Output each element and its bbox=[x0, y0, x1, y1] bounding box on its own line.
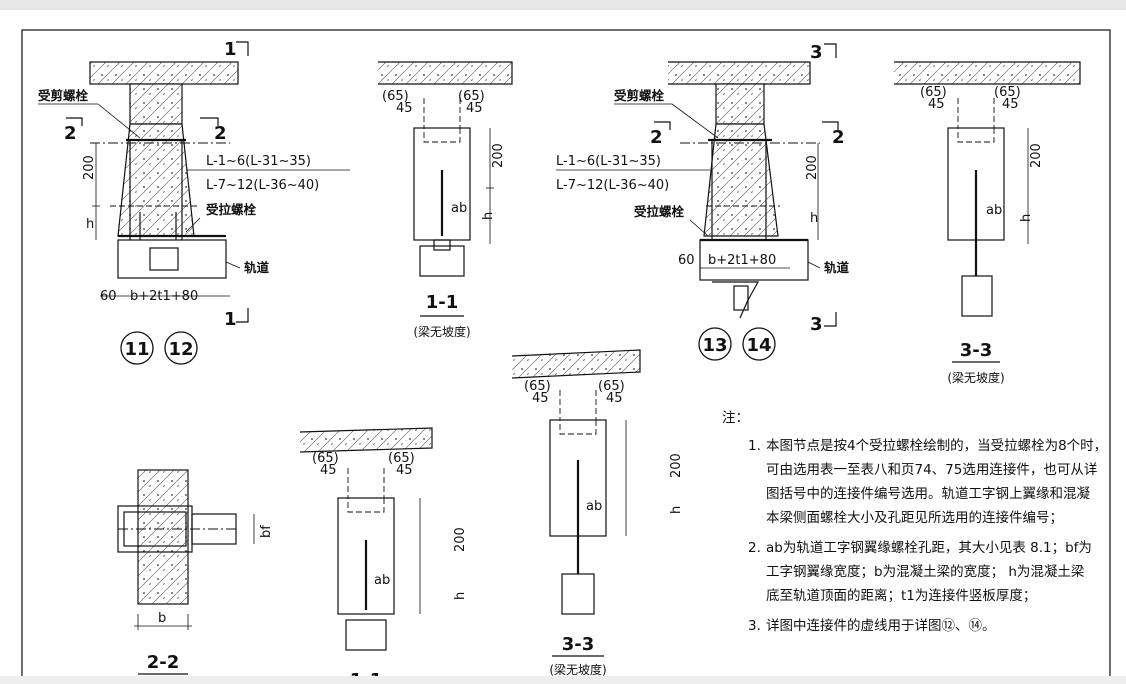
note-2-line-1: ab为轨道工字钢翼缘螺栓孔距，其大小见表 8.1；bf为 bbox=[766, 540, 1092, 556]
label-tension-bolt: 受拉螺栓 bbox=[206, 202, 257, 217]
notes-title: 注： bbox=[722, 410, 749, 426]
section-2-2: bf b 2-2 bbox=[117, 469, 274, 675]
section-3-3-lower: 200 h (65) (65) 45 45 ab 3-3 (梁无坡度) bbox=[511, 349, 684, 677]
dim-45-left-3-3b: 45 bbox=[532, 391, 549, 406]
dim-45-left-3-3a: 45 bbox=[928, 97, 945, 112]
section-title-3-3b: 3-3 bbox=[562, 634, 595, 655]
dim-65-right-lower: (65) bbox=[388, 451, 415, 466]
dim-200: 200 bbox=[82, 155, 97, 180]
notes-block: 注： 1. 本图节点是按4个受拉螺栓绘制的，当受拉螺栓为8个时， 可由选用表一至… bbox=[722, 410, 1107, 634]
dim-60-13: 60 bbox=[678, 253, 695, 268]
top-margin-bar bbox=[0, 0, 1126, 10]
dim-h-3-3a: h bbox=[1019, 214, 1034, 222]
dim-200-1-1: 200 bbox=[491, 143, 506, 168]
section-title-1-1: 1-1 bbox=[426, 292, 459, 313]
label-conn-b-13: L-7~12(L-36~40) bbox=[556, 178, 669, 193]
cut-1-top: 1 bbox=[224, 39, 237, 60]
detail-number-14: 14 bbox=[746, 335, 771, 356]
section-1-1: 200 h (65) (65) 45 45 ab 1-1 (梁无坡度) bbox=[378, 61, 513, 339]
note-3-num: 3. bbox=[748, 618, 761, 634]
note-1-line-2: 可由选用表一至表八和页74、75选用连接件，也可从详 bbox=[766, 461, 1097, 478]
dim-bf: bf bbox=[259, 525, 274, 538]
section-1-1-lower: 200 h (65) (65) 45 45 ab 1-1 bbox=[299, 427, 468, 684]
note-2-line-3: 底至轨道顶面的距离；t1为连接件竖板厚度； bbox=[766, 587, 1036, 604]
dim-45-right-3-3b: 45 bbox=[606, 391, 623, 406]
dim-45-right-3-3a: 45 bbox=[1002, 97, 1019, 112]
cut-1-bottom: 1 bbox=[224, 309, 237, 330]
rail-beam bbox=[117, 239, 227, 279]
note-1-num: 1. bbox=[748, 438, 761, 454]
beam-web bbox=[129, 83, 183, 125]
label-conn-b: L-7~12(L-36~40) bbox=[206, 178, 319, 193]
dim-45-left-lower: 45 bbox=[320, 463, 337, 478]
dim-65-right-3-3a: (65) bbox=[994, 85, 1021, 100]
dim-60: 60 bbox=[100, 289, 117, 304]
dim-h: h bbox=[86, 217, 94, 232]
dim-45-right-1-1: 45 bbox=[466, 101, 483, 116]
dim-ab-1-1: ab bbox=[451, 201, 467, 216]
dim-h-3-3b: h bbox=[669, 506, 684, 514]
cut-3-bottom: 3 bbox=[810, 314, 823, 335]
dim-bt: b+2t1+80 bbox=[130, 289, 198, 304]
dim-200-3-3b: 200 bbox=[669, 453, 684, 478]
dim-h-13: h bbox=[810, 211, 818, 226]
dim-200-3-3a: 200 bbox=[1029, 143, 1044, 168]
label-shear-bolt: 受剪螺栓 bbox=[38, 88, 89, 103]
label-shear-bolt-13: 受剪螺栓 bbox=[614, 88, 665, 103]
dim-65-right-1-1: (65) bbox=[458, 89, 485, 104]
label-tension-bolt-13: 受拉螺栓 bbox=[634, 204, 685, 219]
dim-200-lower: 200 bbox=[453, 527, 468, 552]
cut-2-left-13: 2 bbox=[650, 127, 663, 148]
detail-11-12: 200 h 60 b+2t1+80 受剪螺栓 受拉螺栓 L-1~6(L-31~3… bbox=[38, 39, 350, 365]
dim-bt-13: b+2t1+80 bbox=[708, 253, 776, 268]
label-rail: 轨道 bbox=[244, 260, 270, 275]
detail-number-13: 13 bbox=[702, 335, 727, 356]
note-1-line-1: 本图节点是按4个受拉螺栓绘制的，当受拉螺栓为8个时， bbox=[766, 438, 1107, 454]
dim-ab-lower: ab bbox=[374, 573, 390, 588]
note-2-line-2: 工字钢翼缘宽度；b为混凝土梁的宽度； h为混凝土梁 bbox=[766, 563, 1085, 580]
dim-h-1-1: h bbox=[481, 212, 496, 220]
dim-65-left-lower: (65) bbox=[312, 451, 339, 466]
no-slope-1-1: (梁无坡度) bbox=[413, 324, 470, 339]
cut-2-right-13: 2 bbox=[832, 127, 845, 148]
dim-45-right-lower: 45 bbox=[396, 463, 413, 478]
dim-ab-3-3a: ab bbox=[986, 203, 1002, 218]
dim-65-right-3-3b: (65) bbox=[598, 379, 625, 394]
sheet-frame bbox=[21, 29, 1111, 684]
note-2-num: 2. bbox=[748, 540, 761, 556]
cut-2-left: 2 bbox=[64, 123, 77, 144]
dim-65-left-1-1: (65) bbox=[382, 89, 409, 104]
dim-65-left-3-3b: (65) bbox=[524, 379, 551, 394]
section-3-3-top: 200 h (65) (65) 45 45 ab 3-3 (梁无坡度) bbox=[894, 61, 1081, 385]
no-slope-3-3a: (梁无坡度) bbox=[947, 370, 1004, 385]
section-title-2-2: 2-2 bbox=[147, 652, 180, 673]
note-3-line-1: 详图中连接件的虚线用于详图⑫、⑭。 bbox=[766, 617, 996, 634]
bottom-margin-bar bbox=[0, 676, 1126, 684]
slab bbox=[89, 61, 239, 85]
label-conn-a: L-1~6(L-31~35) bbox=[206, 154, 311, 169]
dim-ab-3-3b: ab bbox=[586, 499, 602, 514]
dim-h-lower: h bbox=[453, 592, 468, 600]
dim-45-left-1-1: 45 bbox=[396, 101, 413, 116]
note-1-line-3: 图括号中的连接件编号选用。轨道工字钢上翼缘和混凝 bbox=[766, 485, 1090, 502]
detail-number-11: 11 bbox=[124, 339, 149, 360]
no-slope-3-3b: (梁无坡度) bbox=[549, 662, 606, 677]
cut-3-top: 3 bbox=[810, 42, 823, 63]
label-rail-13: 轨道 bbox=[824, 260, 850, 275]
detail-13-14: 200 h 60 b+2t1+80 受剪螺栓 受拉螺栓 L-1~6(L-31~3… bbox=[556, 42, 850, 361]
note-1-line-4: 本梁侧面螺栓大小及孔距见所选用的连接件编号； bbox=[766, 509, 1063, 526]
dim-200-13: 200 bbox=[805, 155, 820, 180]
cut-2-right: 2 bbox=[214, 123, 227, 144]
label-conn-a-13: L-1~6(L-31~35) bbox=[556, 154, 661, 169]
section-title-3-3a: 3-3 bbox=[960, 340, 993, 361]
dim-65-left-3-3a: (65) bbox=[920, 85, 947, 100]
detail-number-12: 12 bbox=[168, 339, 193, 360]
dim-b: b bbox=[158, 611, 166, 626]
